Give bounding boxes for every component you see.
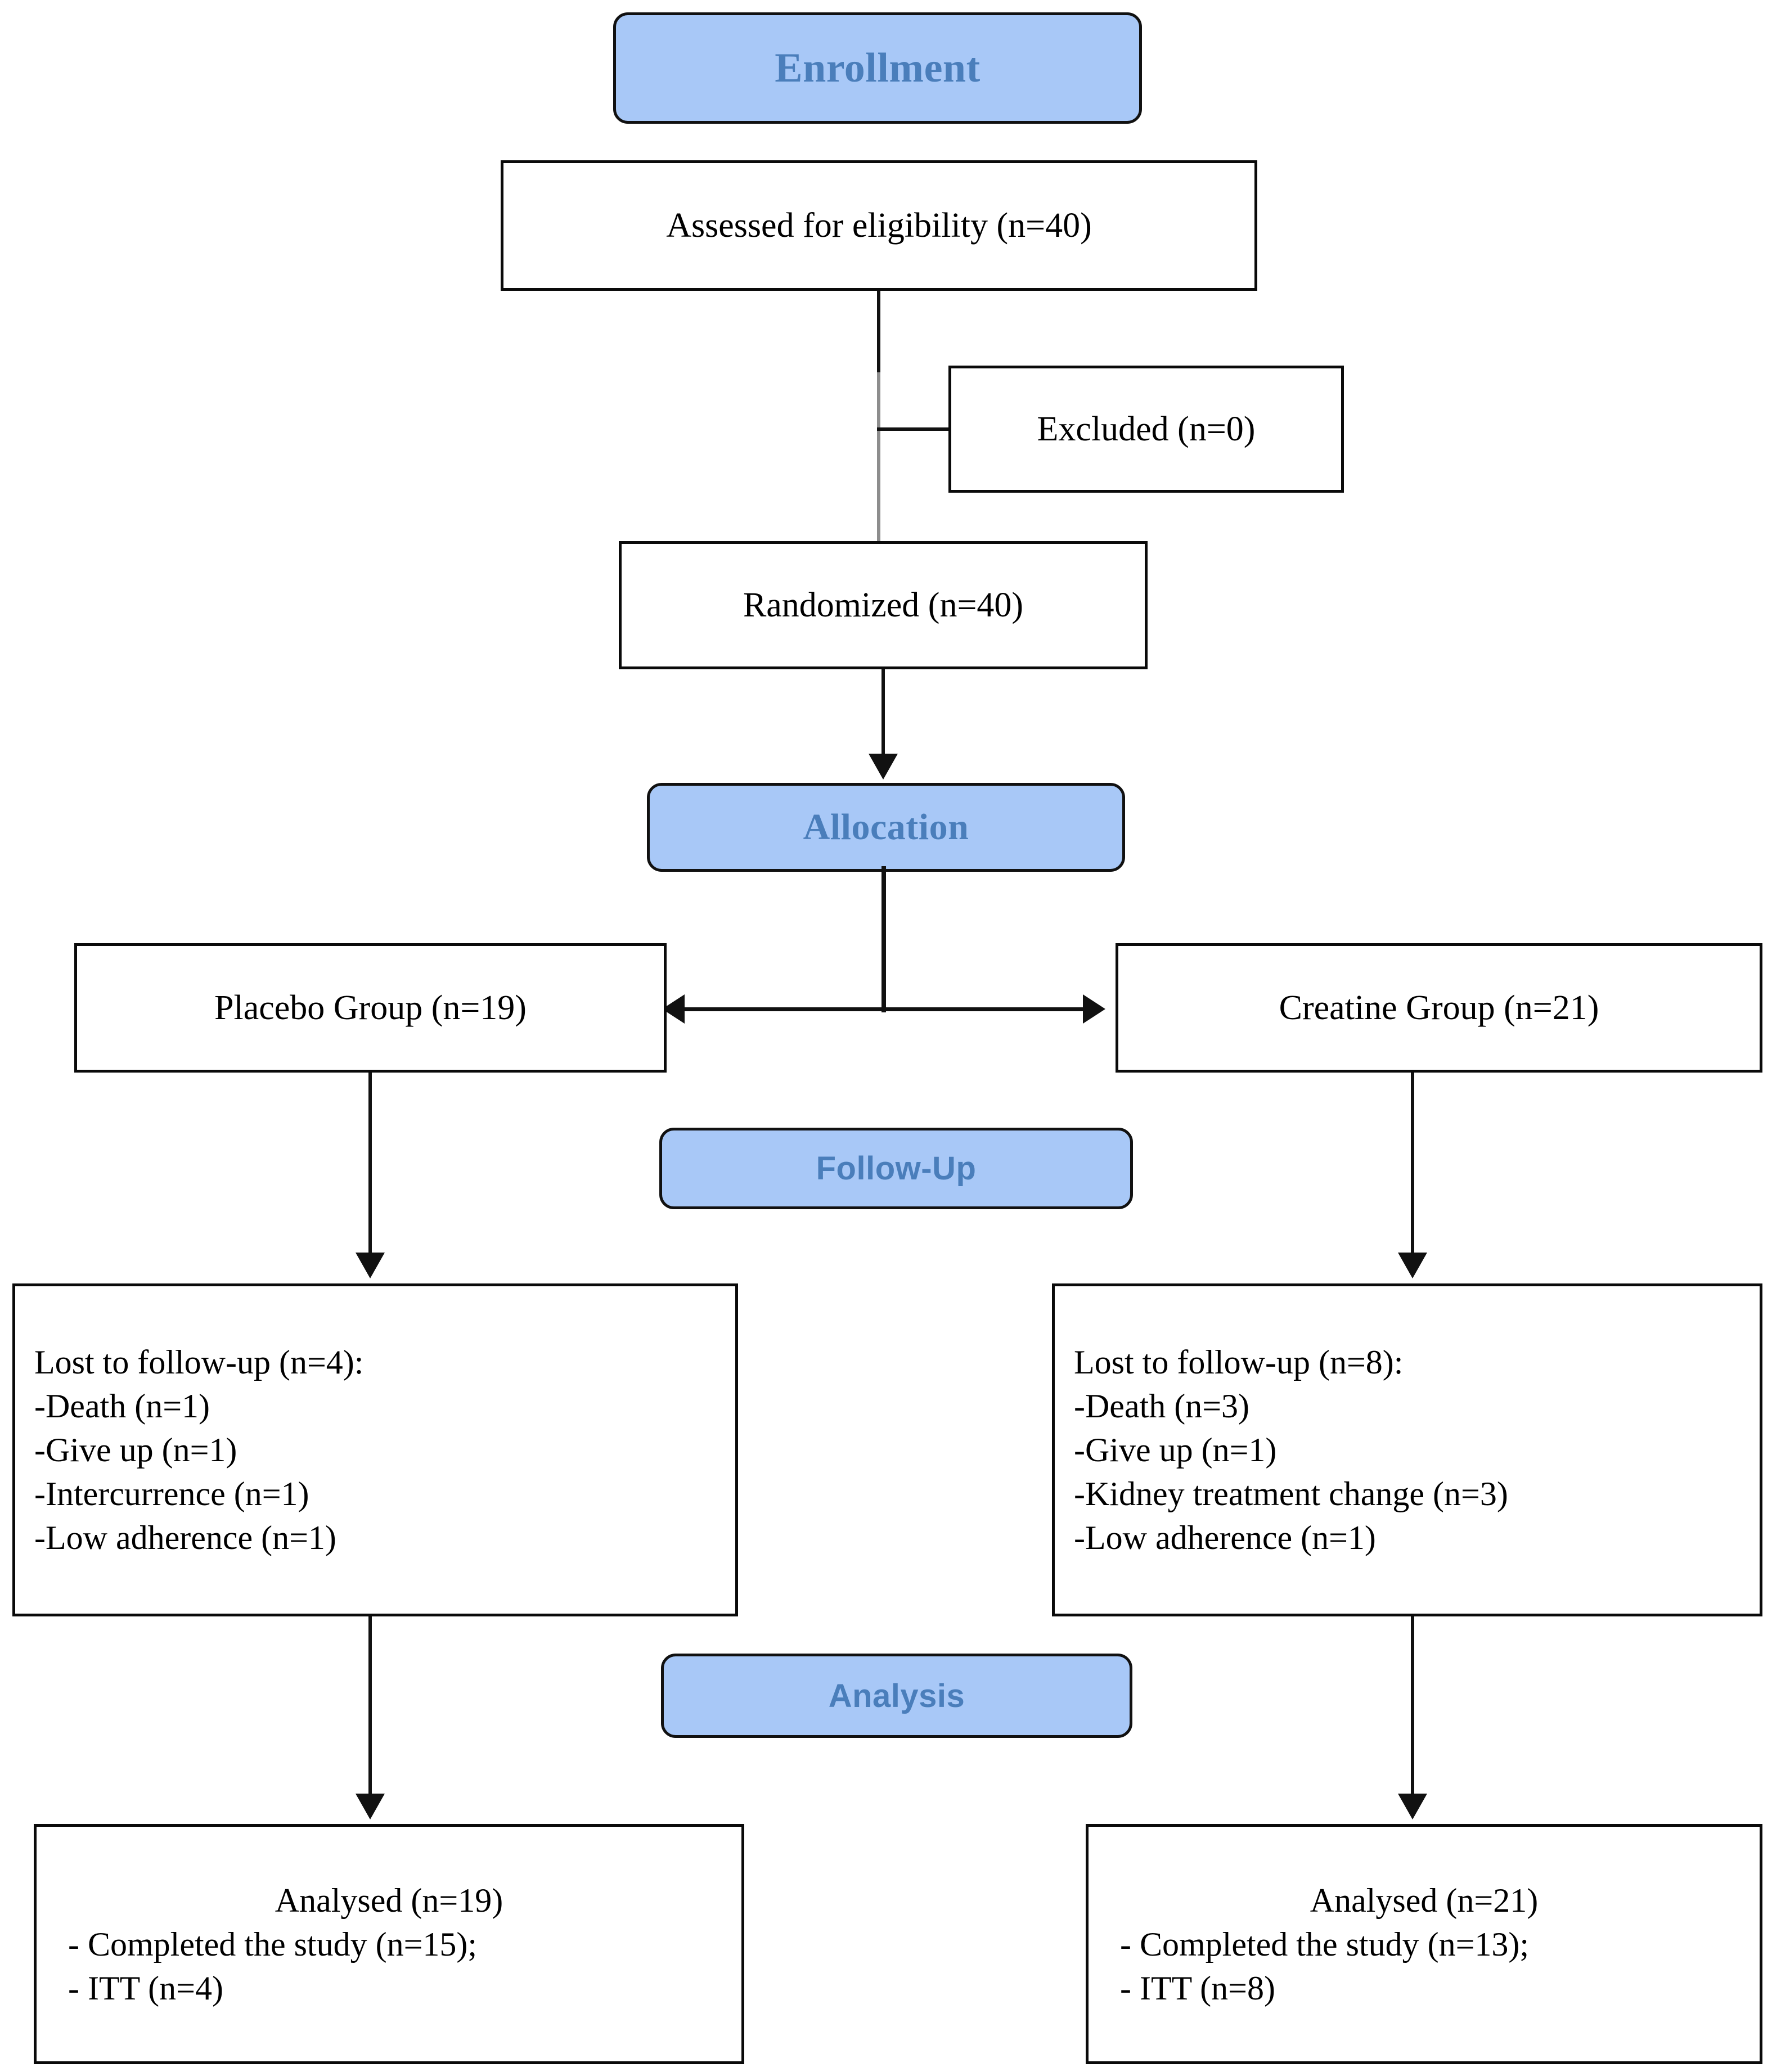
- box-creatine-group: Creatine Group (n=21): [1116, 943, 1762, 1073]
- connector-allocation-split-bar: [683, 1007, 1084, 1011]
- stage-header-analysis-label: Analysis: [828, 1677, 965, 1714]
- connector-to-excluded: [877, 427, 950, 431]
- followup-placebo-reason-3: -Low adherence (n=1): [34, 1519, 336, 1556]
- analysed-creatine-detail-0: - Completed the study (n=13);: [1120, 1925, 1530, 1963]
- stage-header-enrollment: Enrollment: [613, 12, 1142, 124]
- excluded-label: Excluded (n=0): [1037, 409, 1256, 448]
- followup-placebo-title: Lost to follow-up (n=4):: [34, 1344, 364, 1381]
- followup-creatine-reason-2: -Kidney treatment change (n=3): [1074, 1475, 1508, 1512]
- connector-placebo-to-followup: [368, 1073, 372, 1258]
- box-assessed-for-eligibility: Assessed for eligibility (n=40): [501, 160, 1257, 291]
- box-analysed-creatine: Analysed (n=21) - Completed the study (n…: [1086, 1824, 1762, 2064]
- arrow-followup-to-analysis-creatine: [1398, 1794, 1427, 1819]
- followup-placebo-reason-0: -Death (n=1): [34, 1388, 210, 1425]
- placebo-group-label: Placebo Group (n=19): [214, 988, 527, 1027]
- connector-assessed-to-randomized-upper: [877, 291, 880, 372]
- followup-creatine-reason-3: -Low adherence (n=1): [1074, 1519, 1376, 1556]
- connector-allocation-split-stem: [881, 866, 886, 1012]
- analysed-creatine-title: Analysed (n=21): [1310, 1881, 1539, 1919]
- connector-followup-to-analysis-creatine: [1411, 1616, 1414, 1799]
- box-randomized: Randomized (n=40): [619, 541, 1148, 669]
- stage-header-followup: Follow-Up: [659, 1128, 1133, 1209]
- box-followup-placebo: Lost to follow-up (n=4): -Death (n=1) -G…: [12, 1283, 738, 1616]
- arrow-creatine-to-followup: [1398, 1253, 1427, 1278]
- connector-creatine-to-followup: [1411, 1073, 1414, 1258]
- box-excluded: Excluded (n=0): [948, 366, 1344, 493]
- followup-creatine-title: Lost to follow-up (n=8):: [1074, 1344, 1404, 1381]
- box-analysed-placebo: Analysed (n=19) - Completed the study (n…: [34, 1824, 744, 2064]
- stage-header-followup-label: Follow-Up: [816, 1150, 977, 1187]
- stage-header-enrollment-label: Enrollment: [775, 44, 981, 91]
- arrow-followup-to-analysis-placebo: [356, 1794, 385, 1819]
- analysed-placebo-title: Analysed (n=19): [275, 1881, 503, 1919]
- analysed-placebo-detail-1: - ITT (n=4): [68, 1969, 223, 2007]
- arrow-randomized-to-allocation: [869, 754, 898, 780]
- creatine-group-label: Creatine Group (n=21): [1279, 988, 1599, 1027]
- box-placebo-group: Placebo Group (n=19): [74, 943, 667, 1073]
- analysed-creatine-detail-1: - ITT (n=8): [1120, 1969, 1275, 2007]
- followup-placebo-reason-2: -Intercurrence (n=1): [34, 1475, 309, 1512]
- followup-creatine-reason-1: -Give up (n=1): [1074, 1431, 1277, 1469]
- arrow-allocation-to-creatine: [1083, 994, 1105, 1024]
- randomized-label: Randomized (n=40): [743, 585, 1024, 624]
- connector-followup-to-analysis-placebo: [368, 1616, 372, 1799]
- followup-placebo-reason-1: -Give up (n=1): [34, 1431, 237, 1469]
- box-followup-creatine: Lost to follow-up (n=8): -Death (n=3) -G…: [1052, 1283, 1762, 1616]
- assessed-label: Assessed for eligibility (n=40): [666, 206, 1092, 245]
- arrow-placebo-to-followup: [356, 1253, 385, 1278]
- connector-assessed-to-randomized-lower: [877, 372, 880, 541]
- followup-creatine-reason-0: -Death (n=3): [1074, 1388, 1250, 1425]
- stage-header-analysis: Analysis: [661, 1654, 1132, 1738]
- analysed-placebo-detail-0: - Completed the study (n=15);: [68, 1925, 478, 1963]
- stage-header-allocation: Allocation: [647, 783, 1125, 872]
- stage-header-allocation-label: Allocation: [803, 807, 969, 848]
- connector-randomized-to-allocation: [881, 669, 885, 759]
